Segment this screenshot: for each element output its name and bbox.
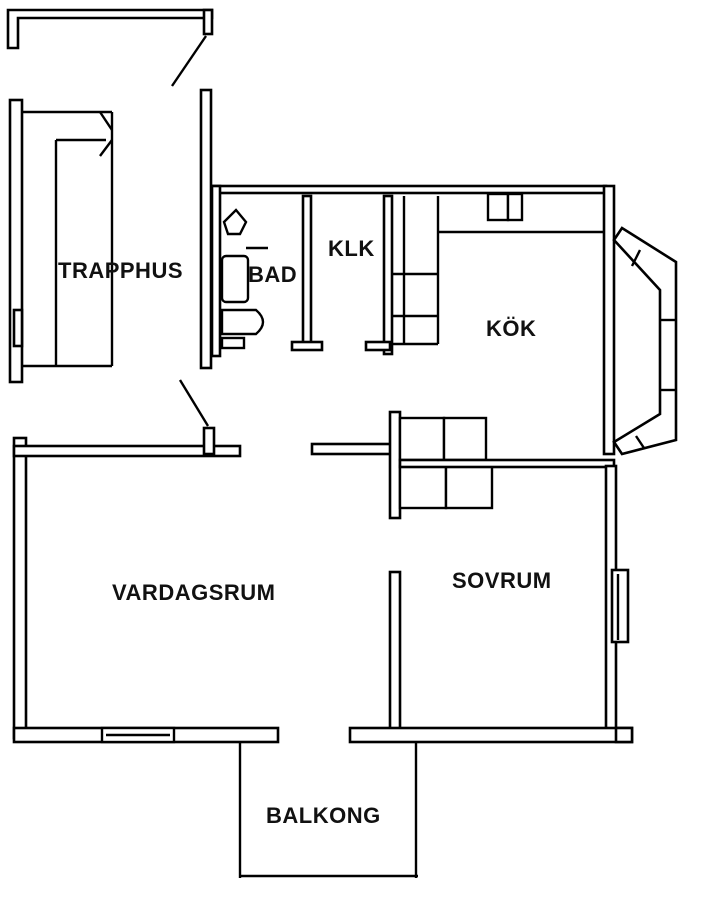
hall-wall [178, 88, 213, 427]
room-label-sovrum: SOVRUM [452, 568, 552, 593]
room-label-klk: KLK [328, 236, 375, 261]
room-label-bad: BAD [248, 262, 298, 287]
kitchen-bay [602, 184, 678, 456]
bathroom-fixtures [220, 208, 268, 350]
stair-top-fragment [6, 8, 214, 87]
room-label-balkong: BALKONG [266, 803, 381, 828]
room-label-vardagsrum: VARDAGSRUM [112, 580, 276, 605]
room-label-trapphus: TRAPPHUS [58, 258, 184, 283]
room-label-kok: KÖK [486, 316, 537, 341]
central-closets [388, 410, 616, 520]
bottom-walls [12, 726, 634, 744]
stairwell-walls [8, 98, 114, 384]
balcony-outline [238, 742, 418, 878]
upper-rooms-walls [210, 184, 608, 358]
